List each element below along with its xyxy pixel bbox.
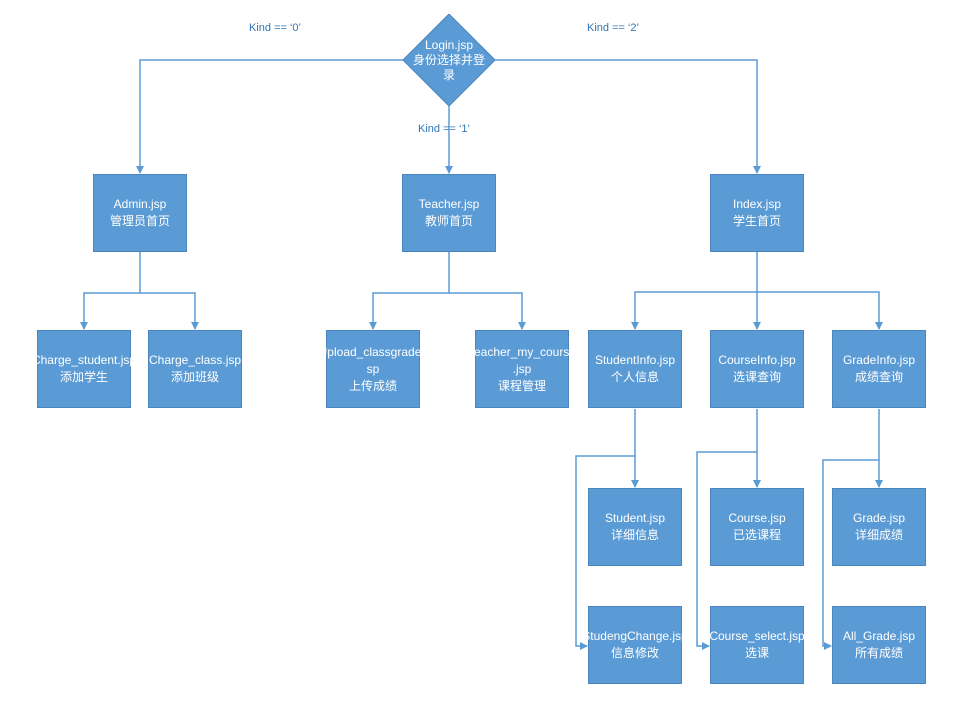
login-title: Login.jsp [424, 37, 474, 52]
node-studengchange: StudengChange.jsp 信息修改 [582, 606, 688, 684]
node-teacher-desc: 教师首页 [424, 214, 473, 228]
diamond-shape [403, 14, 495, 106]
node-charge-student: Charge_student.jsp 添加学生 [32, 330, 136, 408]
node-gradeinfo-desc: 成绩查询 [854, 370, 903, 384]
node-teacher-my-course-desc: 课程管理 [497, 378, 546, 393]
node-studentinfo: StudentInfo.jsp 个人信息 [588, 330, 682, 408]
node-teacher: Teacher.jsp 教师首页 [402, 174, 496, 252]
node-charge-class-desc: 添加班级 [170, 370, 219, 384]
node-charge-student-desc: 添加学生 [59, 370, 108, 384]
node-course: Course.jsp 已选课程 [710, 488, 804, 566]
login-diamond-text: Login.jsp 身份选择并登 录 [403, 14, 495, 106]
node-studengchange-file: StudengChange.jsp [582, 629, 688, 643]
node-course-select-file: Course_select.jsp [709, 629, 805, 643]
node-index-file: Index.jsp [732, 197, 782, 211]
edge-index-gradeinfo [757, 291, 883, 330]
edge-teacher-children [369, 252, 450, 330]
node-upload-classgrade: Upload_classgrade.j sp 上传成绩 [319, 330, 427, 408]
node-index: Index.jsp 学生首页 [710, 174, 804, 252]
node-teacher-file: Teacher.jsp [418, 197, 480, 211]
node-studentinfo-file: StudentInfo.jsp [594, 353, 676, 367]
node-grade-desc: 详细成绩 [854, 528, 903, 542]
node-student-desc: 详细信息 [610, 528, 659, 542]
node-teacher-my-course-file-cont: .jsp [512, 361, 532, 376]
node-course-select-desc: 选课 [744, 646, 769, 660]
edge-admin-charge-class [140, 292, 199, 330]
node-grade-file: Grade.jsp [852, 511, 906, 525]
edge-login-index [495, 59, 761, 174]
login-desc: 身份选择并登 [412, 52, 485, 67]
node-courseinfo-desc: 选课查询 [732, 370, 781, 384]
node-index-desc: 学生首页 [732, 214, 781, 228]
node-courseinfo: CourseInfo.jsp 选课查询 [710, 330, 804, 408]
node-teacher-my-course-file: Teacher_my_course [467, 344, 577, 359]
node-charge-class-file: Charge_class.jsp [148, 353, 242, 367]
edge-teacher-my-course [449, 292, 526, 330]
node-course-file: Course.jsp [728, 511, 786, 525]
node-courseinfo-file: CourseInfo.jsp [718, 353, 796, 367]
node-grade: Grade.jsp 详细成绩 [832, 488, 926, 566]
node-studengchange-desc: 信息修改 [610, 646, 659, 660]
node-student: Student.jsp 详细信息 [588, 488, 682, 566]
node-course-desc: 已选课程 [732, 528, 781, 542]
edge-gradeinfo-all [822, 459, 879, 650]
edge-label-kind-1: Kind == ‘1’ [418, 123, 470, 135]
edge-label-kind-2: Kind == ‘2’ [587, 22, 639, 34]
node-upload-classgrade-desc: 上传成绩 [348, 378, 397, 393]
node-all-grade-desc: 所有成绩 [854, 646, 903, 660]
node-admin: Admin.jsp 管理员首页 [93, 174, 187, 252]
edge-studentinfo-change [575, 455, 635, 650]
node-student-file: Student.jsp [604, 511, 666, 525]
login-diamond: Login.jsp 身份选择并登 录 [403, 14, 495, 106]
node-charge-student-file: Charge_student.jsp [31, 353, 137, 367]
node-gradeinfo-file: GradeInfo.jsp [842, 353, 916, 367]
edge-courseinfo-select [696, 451, 757, 650]
edge-login-admin [136, 59, 403, 174]
node-admin-desc: 管理员首页 [109, 214, 170, 228]
node-course-select: Course_select.jsp 选课 [709, 606, 805, 684]
node-upload-classgrade-file: Upload_classgrade.j [318, 344, 428, 359]
node-all-grade: All_Grade.jsp 所有成绩 [832, 606, 926, 684]
node-upload-classgrade-file-cont: sp [366, 361, 380, 376]
node-charge-class: Charge_class.jsp 添加班级 [148, 330, 242, 408]
node-teacher-my-course: Teacher_my_course .jsp 课程管理 [468, 330, 576, 408]
node-gradeinfo: GradeInfo.jsp 成绩查询 [832, 330, 926, 408]
edge-label-kind-0: Kind == ‘0’ [249, 22, 301, 34]
node-all-grade-file: All_Grade.jsp [842, 629, 916, 643]
login-desc-cont: 录 [442, 67, 455, 82]
node-admin-file: Admin.jsp [113, 197, 167, 211]
node-studentinfo-desc: 个人信息 [610, 370, 659, 384]
edge-index-children [631, 252, 758, 330]
edge-admin-children [80, 252, 141, 330]
